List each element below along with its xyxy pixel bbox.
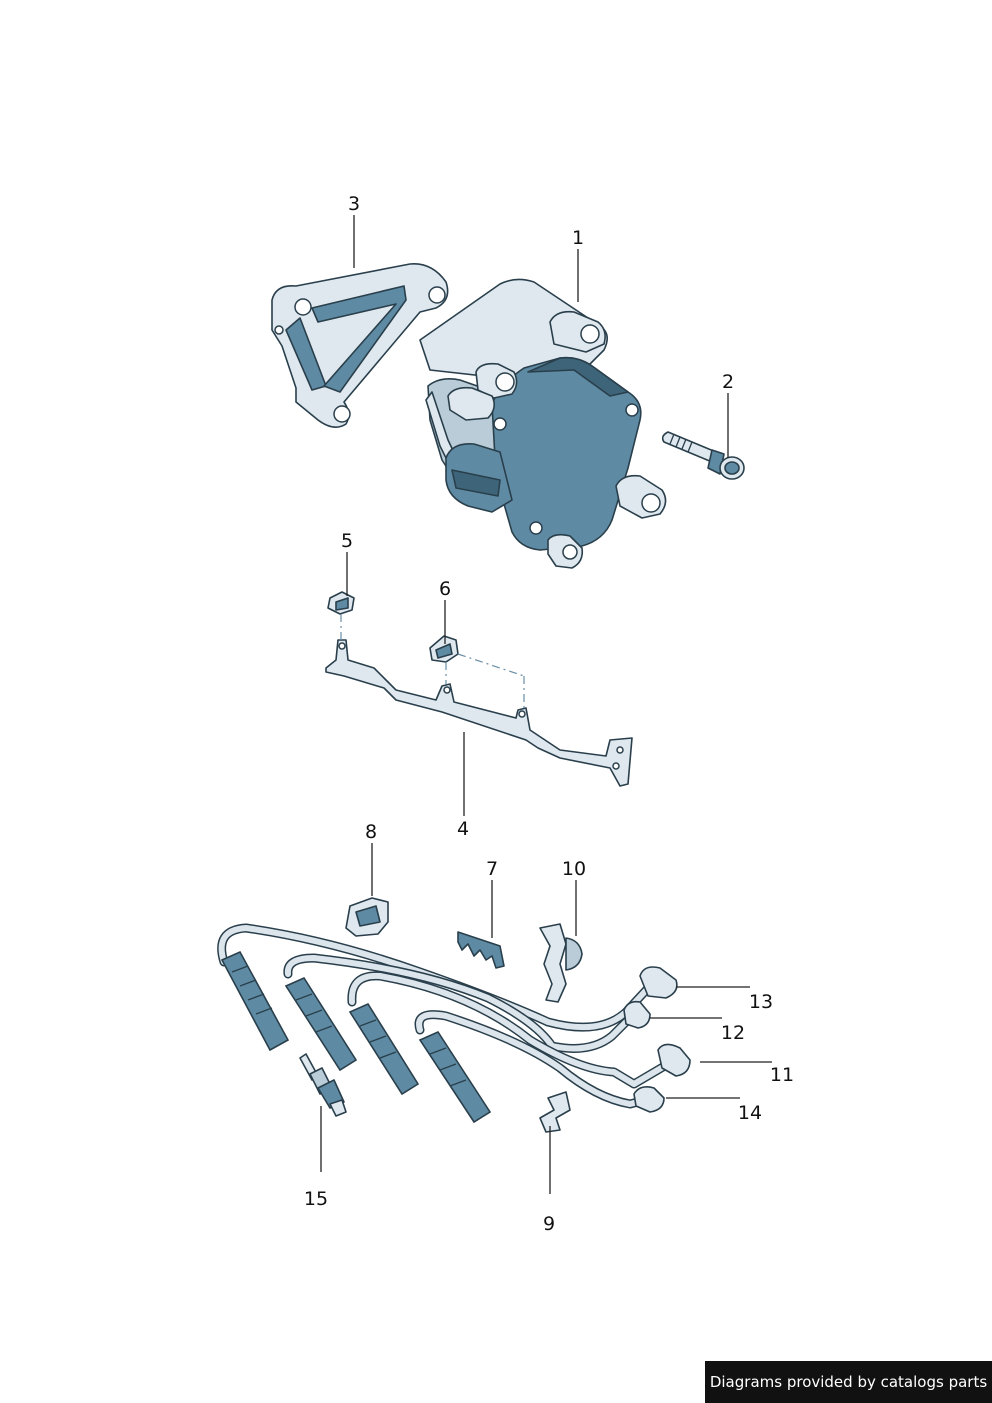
callout-13: 13 [749,991,773,1013]
part-2-bolt [661,431,745,480]
callout-1: 1 [572,227,584,249]
callout-4: 4 [457,818,469,840]
diagram-credit-text: Diagrams provided by catalogs parts [709,1373,988,1391]
leader-lines [320,215,772,1194]
part-9-clip [539,1091,571,1133]
part-4-holding-bar [325,639,633,787]
assembly-lines [340,614,525,708]
part-3-bracket [271,263,449,428]
lead-boot-2 [284,976,358,1072]
part-7-cable-separator [457,931,505,969]
callout-8: 8 [365,821,377,843]
callout-14: 14 [738,1102,762,1124]
callout-3: 3 [348,193,360,215]
callout-9: 9 [543,1213,555,1235]
callout-6: 6 [439,578,451,600]
part-6-clip [429,635,459,663]
callout-2: 2 [722,371,734,393]
lead-boot-4 [418,1030,492,1124]
part-5-clip [327,591,355,615]
part-1-ignition-coil [419,278,667,569]
callout-10: 10 [562,858,586,880]
diagram-credit-badge: Diagrams provided by catalogs parts [705,1361,992,1403]
ignition-lead-set [217,923,691,1124]
callout-5: 5 [341,530,353,552]
part-8-clip [345,897,389,937]
callout-labels: 3 1 2 5 6 4 8 7 10 13 12 11 14 15 9 [304,193,794,1235]
callout-11: 11 [770,1064,794,1086]
lead-boot-1 [220,950,290,1052]
part-15-spark-plug [299,1053,347,1117]
callout-15: 15 [304,1188,328,1210]
callout-12: 12 [721,1022,745,1044]
part-10-clip [539,923,583,1003]
callout-7: 7 [486,858,498,880]
lead-boot-3 [348,1002,420,1096]
